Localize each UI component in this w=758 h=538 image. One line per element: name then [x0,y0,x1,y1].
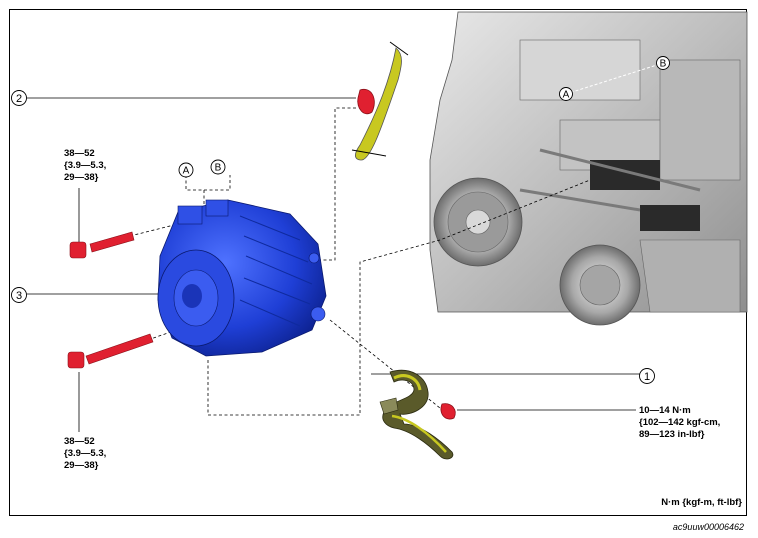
terminal-nut-upper-icon [357,88,375,115]
terminal-nut-lower-icon [440,403,456,420]
spec-line: {102—142 kgf-cm, [639,417,721,428]
callout-1: 1 [639,368,655,384]
spec-line: {3.9—5.3, [64,160,107,171]
engine-block [429,11,748,326]
spec-line: {3.9—5.3, [64,448,107,459]
svg-text:A: A [563,90,570,101]
callout-2: 2 [11,90,27,106]
spec-line: 38—52 [64,436,95,447]
svg-text:2: 2 [16,93,22,105]
svg-text:A: A [183,166,190,177]
alternator-reference-b: B [210,159,226,175]
svg-text:3: 3 [16,290,22,302]
alternator-reference-a: A [178,162,194,178]
engine-reference-b: B [656,56,670,70]
upper-harness-bracket [351,41,409,161]
spec-line: 29—38} [64,172,99,183]
units-note: N·m {kgf-m, ft-lbf} [661,497,742,508]
terminal-nut-torque-spec: 10—14 N·m {102—142 kgf-cm, 89—123 in-lbf… [639,405,720,441]
spec-line: 38—52 [64,148,95,159]
lower-bolt-torque-spec: 38—52 {3.9—5.3, 29—38} [64,436,106,472]
spec-line: 29—38} [64,460,99,471]
document-id: ac9uuw00006462 [672,522,744,532]
engine-reference-a: A [559,87,573,101]
callout-3: 3 [11,287,27,303]
svg-text:B: B [660,59,667,70]
spec-line: 10—14 N·m [639,405,691,416]
svg-text:1: 1 [644,371,650,383]
upper-bolt-icon [69,231,135,259]
spec-line: 89—123 in-lbf} [639,429,705,440]
svg-text:B: B [215,163,222,174]
upper-bolt-torque-spec: 38—52 {3.9—5.3, 29—38} [64,148,106,184]
lower-bolt-icon [67,333,154,369]
lower-harness [379,369,456,460]
alternator-icon [157,199,327,357]
